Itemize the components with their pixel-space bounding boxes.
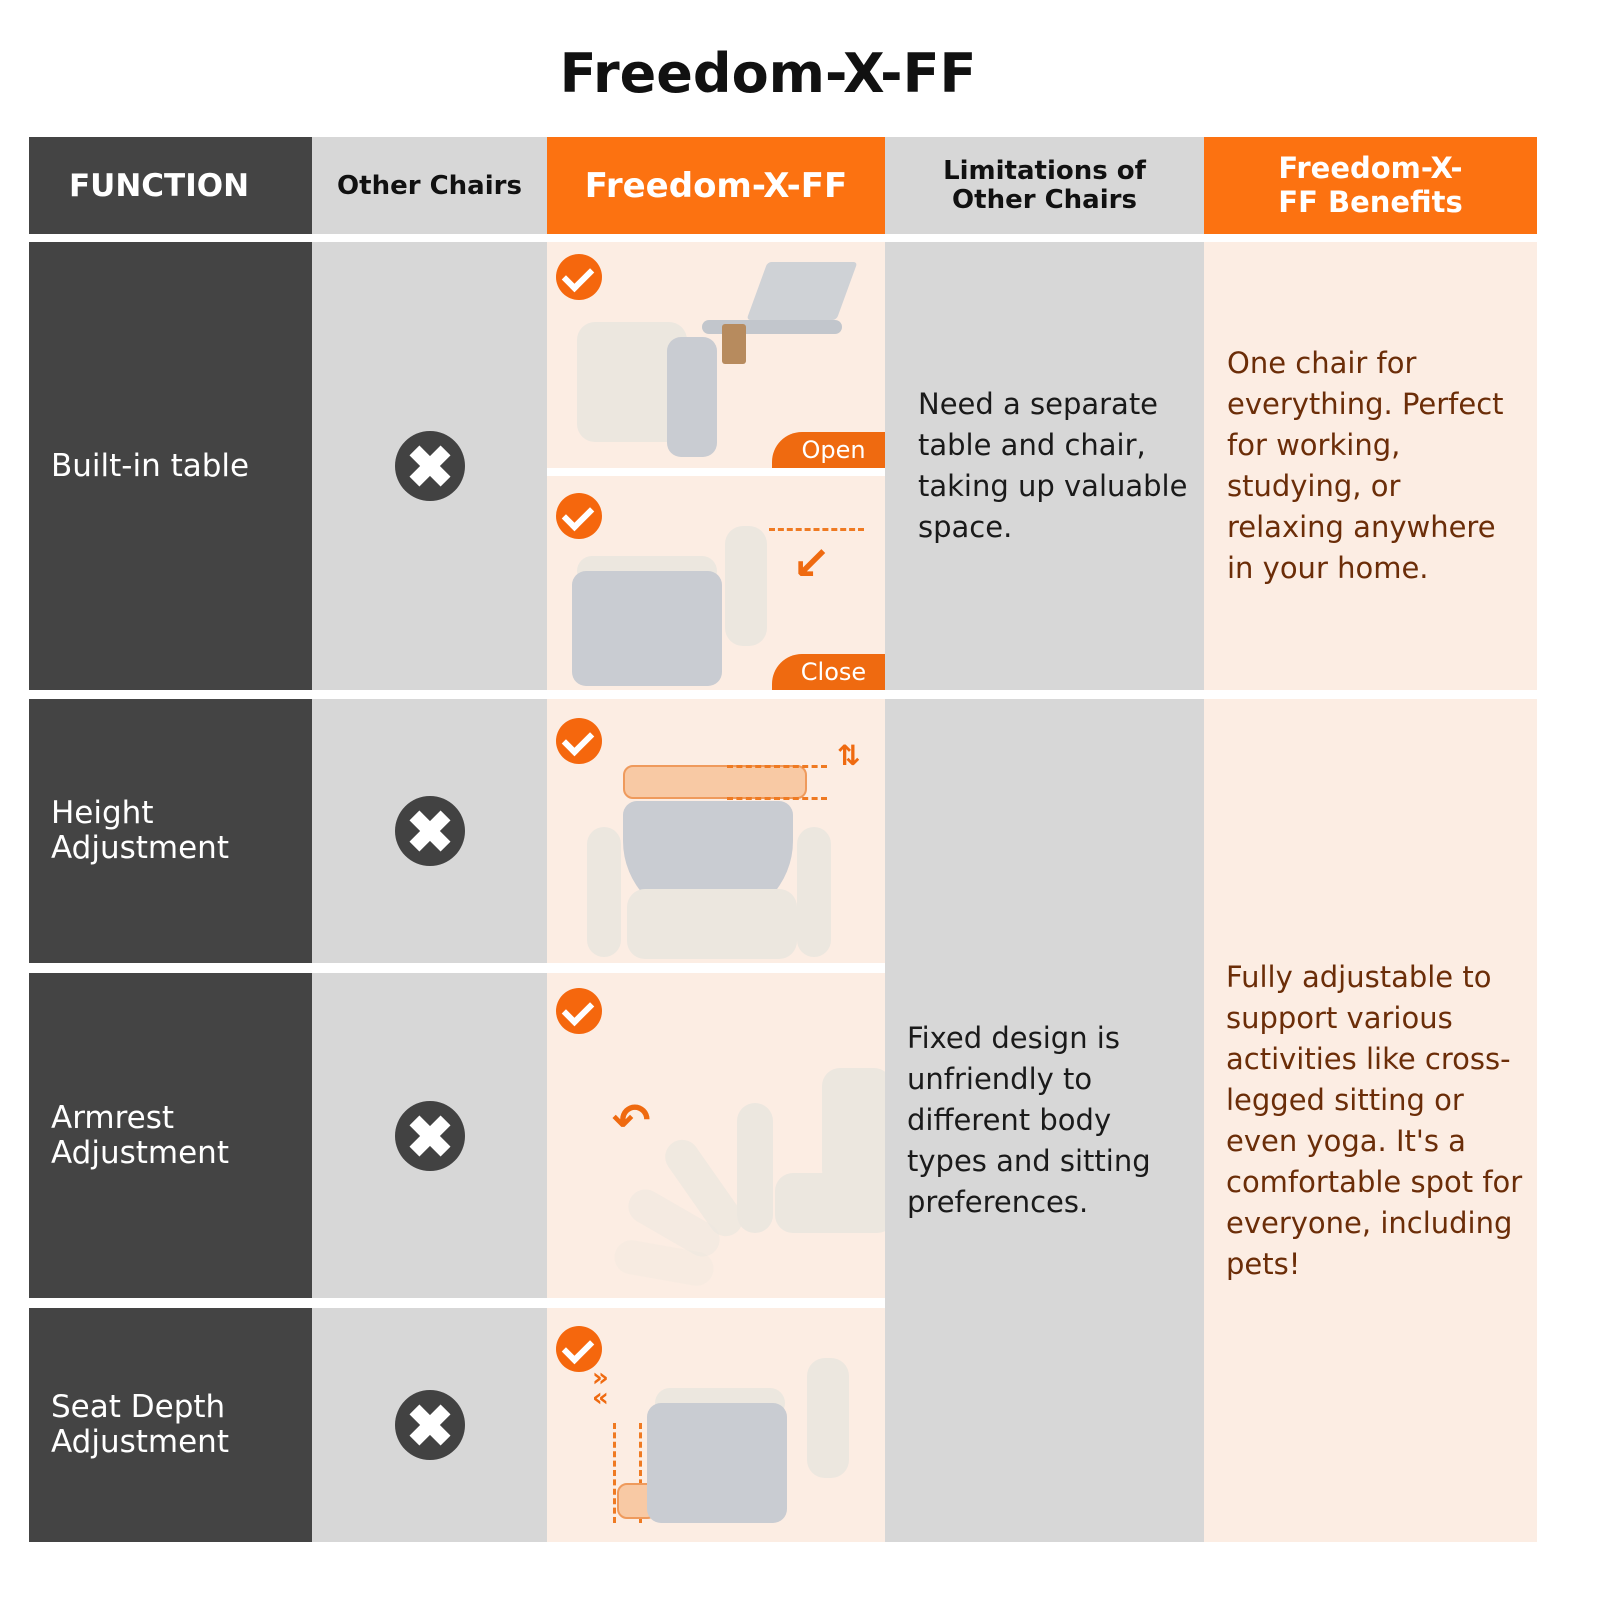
product-image-height: ⇅ [547,699,885,963]
limitation-built-in-table: Need a separate table and chair, taking … [885,242,1204,690]
function-built-in-table: Built-in table [29,242,312,690]
x-circle-icon [394,1390,465,1460]
header-function: FUNCTION [29,137,312,234]
other-chairs-cell [312,699,547,963]
page-title: Freedom-X-FF [559,42,977,105]
check-circle-icon [556,718,602,764]
chair-illustration [647,1403,787,1523]
dashed-guide [769,528,864,531]
limitation-adjustments: Fixed design is unfriendly to different … [885,699,1204,1542]
other-chairs-cell [312,973,547,1298]
benefit-adjustments: Fully adjustable to support various acti… [1204,699,1537,1542]
product-image-armrest: ↶ [547,973,885,1298]
left-right-arrows-icon: »« [592,1363,609,1413]
check-circle-icon [556,1326,602,1372]
product-image-close: ↙ Close [547,476,885,690]
product-image-open: Open [547,242,885,468]
curved-arrow-icon: ↙ [792,536,831,590]
function-armrest-adjustment: Armrest Adjustment [29,973,312,1298]
product-image-seat-depth: »« [547,1308,885,1542]
function-seat-depth-adjustment: Seat Depth Adjustment [29,1308,312,1542]
function-height-adjustment: Height Adjustment [29,699,312,963]
open-label: Open [772,432,885,468]
header-other-chairs: Other Chairs [312,137,547,234]
up-down-arrows-icon: ⇅ [837,739,861,772]
x-circle-icon [394,431,465,501]
x-circle-icon [394,1100,465,1171]
other-chairs-cell [312,242,547,690]
height-range-highlight [623,765,807,799]
chair-illustration [572,571,722,686]
x-circle-icon [394,796,465,866]
armrest [737,1103,773,1233]
header-benefits: Freedom-X-FF Benefits [1204,137,1537,234]
check-circle-icon [556,254,602,300]
check-circle-icon [556,493,602,539]
chair-illustration [822,1068,885,1188]
check-circle-icon [556,988,602,1034]
coffee-cup [722,324,746,364]
laptop [746,262,858,320]
header-limitations: Limitations of Other Chairs [885,137,1204,234]
other-chairs-cell [312,1308,547,1542]
curved-arrow-icon: ↶ [612,1093,651,1147]
header-product: Freedom-X-FF [547,137,885,234]
close-label: Close [772,654,885,690]
benefit-built-in-table: One chair for everything. Perfect for wo… [1204,242,1537,690]
